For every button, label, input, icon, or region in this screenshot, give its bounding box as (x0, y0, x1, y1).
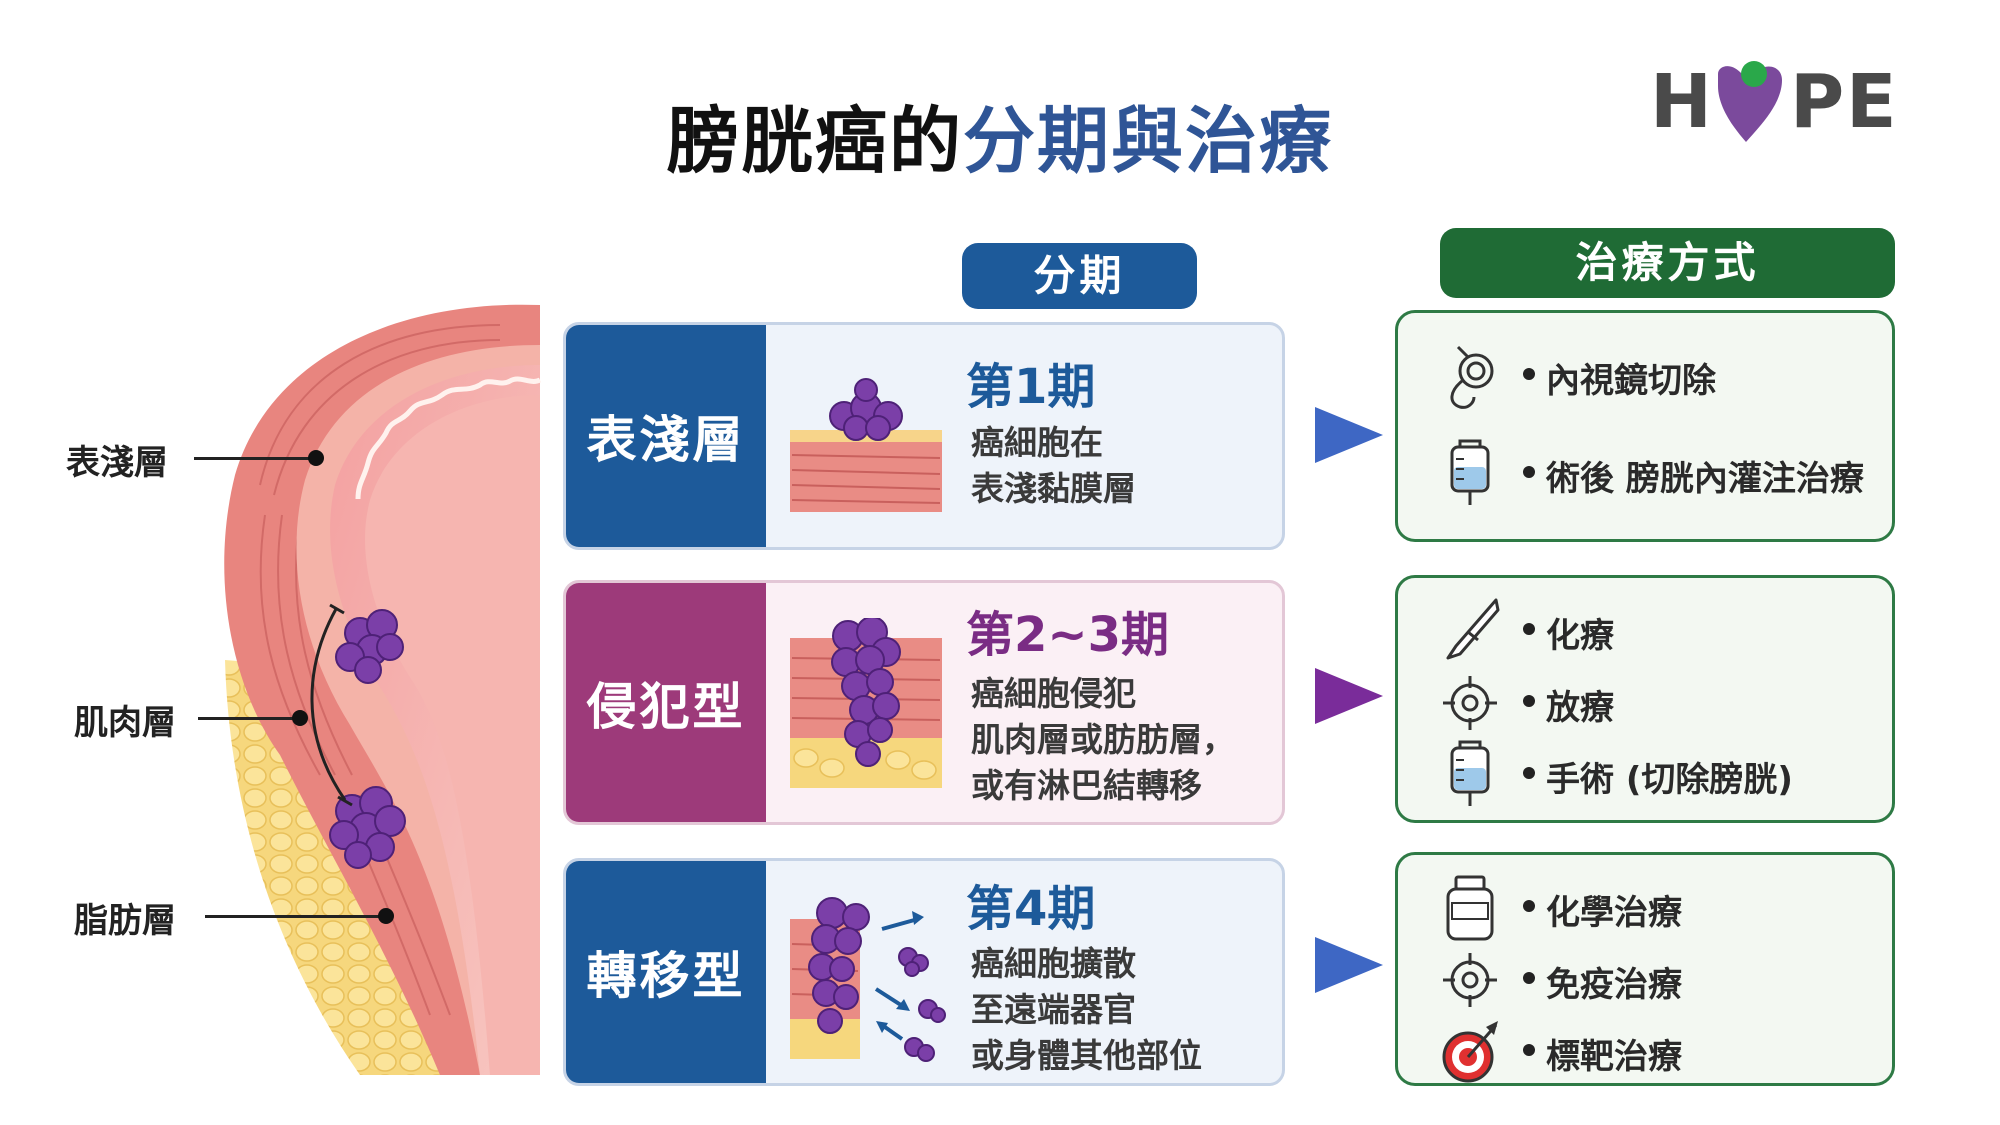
treatment-label: 放療 (1546, 688, 1614, 728)
bullet (1523, 767, 1535, 779)
invasive-tumor-illustration (790, 618, 942, 788)
arrow-right-icon (1315, 937, 1383, 993)
layer-label-muscle: 肌肉層 (74, 703, 176, 743)
medicine-bottle-icon (1446, 875, 1494, 941)
stage-desc-line: 或身體其他部位 (971, 1036, 1202, 1075)
leader-dot (378, 908, 394, 924)
logo-letter-e: E (1846, 59, 1897, 145)
title-part-1: 膀胱癌的 (666, 99, 963, 183)
treatment-label: 標靶治療 (1546, 1037, 1682, 1077)
leader-line (205, 915, 385, 918)
logo-letter-h: H (1650, 59, 1712, 145)
stage-tag: 表淺層 (566, 325, 766, 547)
stage-desc-line: 癌細胞侵犯 (971, 674, 1136, 713)
crosshair-icon (1443, 676, 1497, 730)
stage-card-3: 轉移型 第4期 癌細胞擴散 至遠端器官 或身體其他部位 (563, 858, 1285, 1086)
treatment-label: 手術 (切除膀胱) (1546, 760, 1793, 800)
treatment-box-1: 內視鏡切除 術後 膀胱內灌注治療 (1395, 310, 1895, 542)
bullet (1523, 466, 1535, 478)
stage-desc-line: 癌細胞在 (971, 423, 1103, 462)
metastatic-tumor-illustration (790, 897, 946, 1062)
stage-tag: 轉移型 (566, 861, 766, 1083)
leader-line (198, 717, 298, 720)
treatment-item: 化療 (1438, 596, 1888, 666)
layer-label-fat: 脂肪層 (74, 901, 176, 941)
bullet (1523, 368, 1535, 380)
treatment-box-3: 化學治療 免疫治療 標靶治療 (1395, 852, 1895, 1086)
treatment-label: 免疫治療 (1546, 965, 1682, 1005)
treatment-box-2: 化療 放療 手術 (切除膀胱) (1395, 575, 1895, 823)
treatment-item: 內視鏡切除 (1438, 341, 1888, 411)
treatment-label: 化學治療 (1546, 893, 1682, 933)
stage-desc-line: 表淺黏膜層 (971, 469, 1136, 508)
scalpel-icon (1446, 598, 1500, 660)
treatment-header: 治療方式 (1440, 228, 1895, 298)
stage-desc-line: 至遠端器官 (971, 990, 1136, 1029)
bullet (1523, 900, 1535, 912)
leader-dot (308, 450, 324, 466)
iv-bag-icon (1450, 740, 1490, 806)
target-icon (1442, 1021, 1498, 1083)
page-title: 膀胱癌的分期與治療 (0, 82, 2000, 187)
stage-header: 分期 (962, 243, 1197, 309)
bullet (1523, 1044, 1535, 1056)
treatment-label: 術後 膀胱內灌注治療 (1546, 459, 1864, 499)
leader-line (194, 457, 314, 460)
bullet (1523, 623, 1535, 635)
arrow-right-icon (1315, 668, 1383, 724)
bladder-cross-section (224, 304, 542, 1075)
endoscope-icon (1450, 345, 1494, 409)
layer-label-superficial: 表淺層 (66, 443, 168, 483)
stage-card-2: 侵犯型 第2~3期 癌細胞侵犯 肌肉層或肪肪層， 或有淋巴結轉移 (563, 580, 1285, 825)
treatment-item: 化學治療 (1438, 873, 1888, 943)
iv-bag-icon (1450, 439, 1490, 505)
title-part-2: 分期與治療 (963, 99, 1334, 183)
treatment-label: 化療 (1546, 616, 1614, 656)
logo-heart-icon (1718, 61, 1782, 142)
bullet (1523, 695, 1535, 707)
treatment-item: 標靶治療 (1438, 1017, 1888, 1087)
crosshair-icon (1443, 953, 1497, 1007)
stage-desc-line: 肌肉層或肪肪層， (971, 720, 1235, 759)
treatment-item: 術後 膀胱內灌注治療 (1438, 439, 1888, 509)
treatment-item: 免疫治療 (1438, 945, 1888, 1015)
bullet (1523, 972, 1535, 984)
stage-tag: 侵犯型 (566, 583, 766, 822)
logo-letter-p: P (1790, 59, 1845, 145)
bladder-wall-illustration: 表淺層 肌肉層 脂肪層 (60, 215, 560, 1095)
superficial-tumor-illustration (790, 378, 942, 512)
stage-name: 第4期 (966, 881, 1096, 937)
treatment-label: 內視鏡切除 (1546, 361, 1716, 401)
treatment-item: 手術 (切除膀胱) (1438, 740, 1888, 810)
stage-card-1: 表淺層 第1期 癌細胞在 表淺黏膜層 (563, 322, 1285, 550)
stage-name: 第2~3期 (966, 607, 1170, 663)
treatment-item: 放療 (1438, 668, 1888, 738)
stage-desc-line: 或有淋巴結轉移 (971, 766, 1202, 805)
stage-name: 第1期 (966, 359, 1096, 415)
hope-logo: H P E (1650, 58, 1920, 148)
leader-dot (292, 710, 308, 726)
arrow-right-icon (1315, 407, 1383, 463)
stage-desc-line: 癌細胞擴散 (971, 944, 1136, 983)
